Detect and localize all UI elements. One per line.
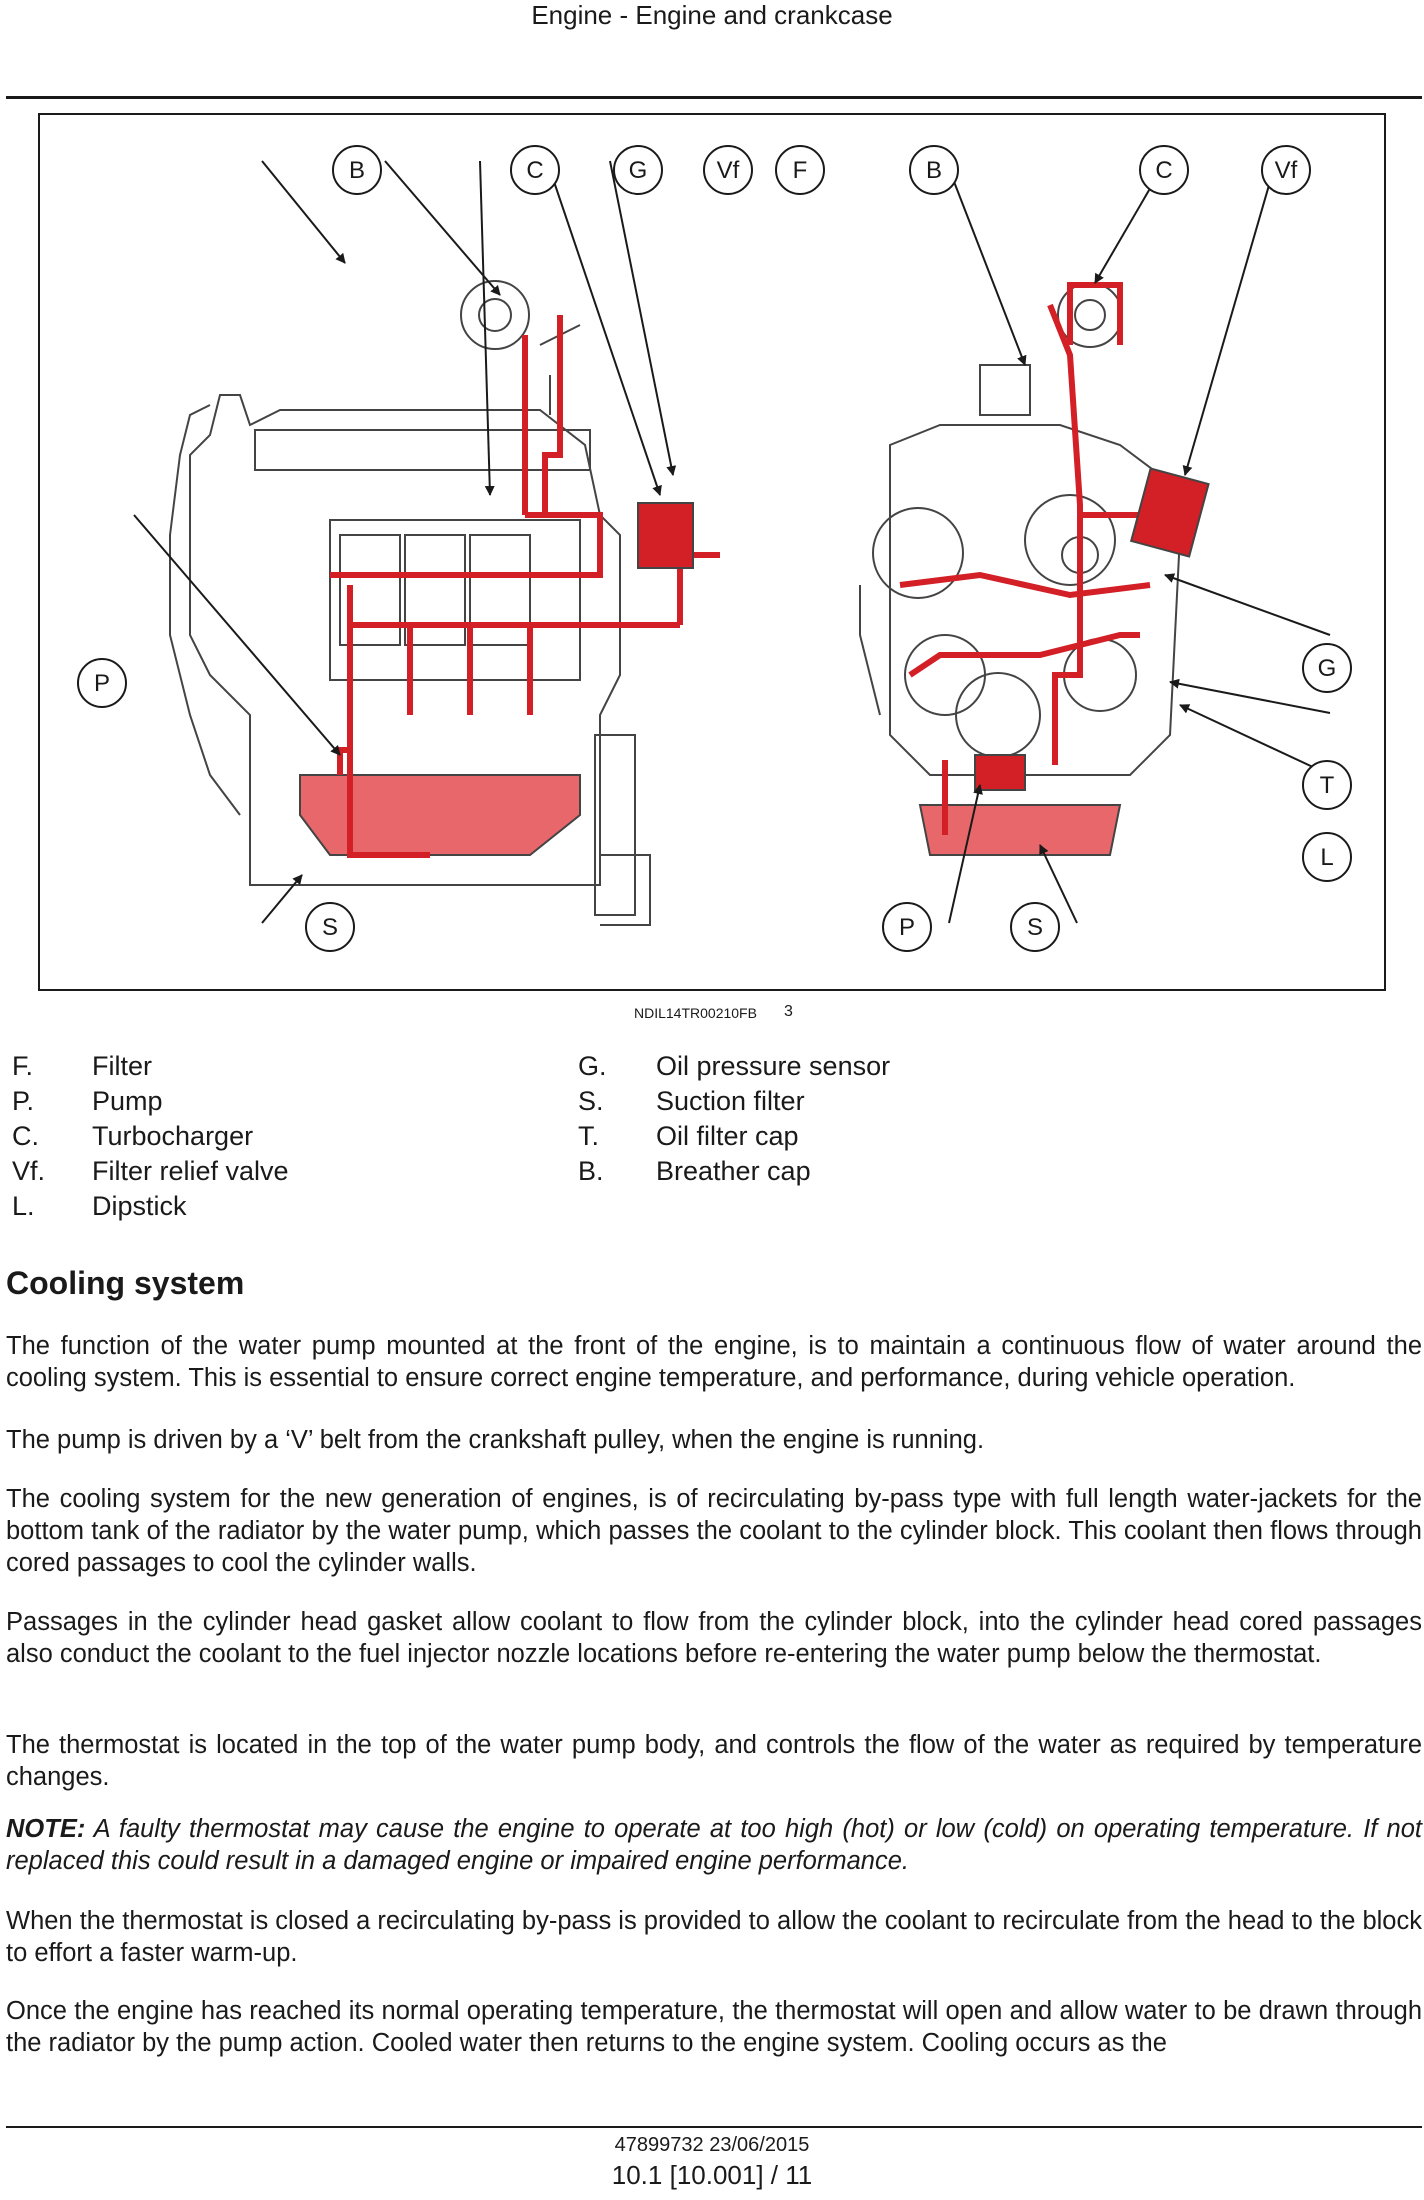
callout-p: P — [94, 670, 110, 697]
legend-label: Suction filter — [656, 1086, 805, 1116]
footer-page-number: 10.1 [10.001] / 11 — [611, 2160, 813, 2190]
legend-code: P. — [12, 1086, 35, 1116]
right-callouts: B C Vf G T L P S — [882, 145, 1352, 952]
figure-number: 3 — [784, 1003, 793, 1020]
right-oil-filter — [1129, 467, 1210, 558]
callout-c-right: C — [1155, 157, 1172, 184]
legend-code: C. — [12, 1121, 39, 1151]
paragraph: The cooling system for the new generatio… — [6, 1485, 1422, 1577]
right-sump-oil — [918, 804, 1122, 856]
left-sump-oil — [299, 774, 581, 856]
page-header-title: Engine - Engine and crankcase — [531, 0, 893, 30]
legend-label: Dipstick — [92, 1191, 187, 1221]
paragraph: The function of the water pump mounted a… — [6, 1332, 1422, 1392]
left-callouts: B C G Vf F P S — [77, 145, 825, 952]
legend-code: S. — [578, 1086, 604, 1116]
header-rule — [6, 96, 1422, 99]
callout-vf-right: Vf — [1275, 157, 1298, 184]
right-engine-drawing — [859, 282, 1182, 776]
callout-s-right: S — [1027, 914, 1043, 941]
legend-code: L. — [12, 1191, 35, 1221]
callout-g: G — [629, 157, 648, 184]
paragraph: The pump is driven by a ‘V’ belt from th… — [6, 1426, 985, 1454]
callout-c: C — [526, 157, 543, 184]
callout-b-right: B — [926, 157, 942, 184]
callout-s: S — [322, 914, 338, 941]
note-text: A faulty thermostat may cause the engine… — [6, 1815, 1423, 1875]
legend-code: F. — [12, 1051, 34, 1081]
note-label: NOTE: — [6, 1815, 86, 1843]
legend-code: Vf. — [12, 1156, 46, 1186]
callout-t-right: T — [1320, 772, 1335, 799]
paragraph: When the thermostat is closed a recircul… — [6, 1907, 1422, 1967]
paragraph: Once the engine has reached its normal o… — [6, 1997, 1422, 2057]
callout-l-right: L — [1320, 844, 1333, 871]
legend-code: B. — [578, 1156, 604, 1186]
callout-p-right: P — [899, 914, 915, 941]
legend-label: Pump — [92, 1086, 163, 1116]
legend-code: G. — [578, 1051, 607, 1081]
section-title: Cooling system — [6, 1265, 245, 1301]
left-engine-drawing — [169, 280, 651, 926]
right-oil-galleries — [899, 282, 1151, 835]
legend-code: T. — [578, 1121, 600, 1151]
legend-label: Turbocharger — [92, 1121, 254, 1151]
footer-rule — [6, 2126, 1422, 2128]
engine-lubrication-figure: B C G Vf F P S B C Vf G T L — [38, 113, 1386, 991]
legend-label: Oil pressure sensor — [656, 1051, 891, 1081]
legend-label: Oil filter cap — [656, 1121, 799, 1151]
callout-b: B — [349, 157, 365, 184]
engine-lubrication-diagram: B C G Vf F P S B C Vf G T L — [77, 145, 1352, 952]
callout-f: F — [793, 157, 808, 184]
callout-g-right: G — [1318, 655, 1337, 682]
right-oil-pump — [974, 754, 1026, 791]
left-oil-filter — [637, 502, 694, 569]
note-paragraph: NOTE: A faulty thermostat may cause the … — [6, 1813, 1422, 1877]
legend-label: Breather cap — [656, 1156, 811, 1186]
legend-label: Filter relief valve — [92, 1156, 289, 1186]
callout-vf: Vf — [717, 157, 740, 184]
figure-id: NDIL14TR00210FB — [634, 1005, 757, 1021]
paragraph: The thermostat is located in the top of … — [6, 1731, 1422, 1791]
paragraph: Passages in the cylinder head gasket all… — [6, 1608, 1422, 1668]
footer-doc-id: 47899732 23/06/2015 — [614, 2134, 810, 2156]
legend-label: Filter — [92, 1051, 152, 1081]
